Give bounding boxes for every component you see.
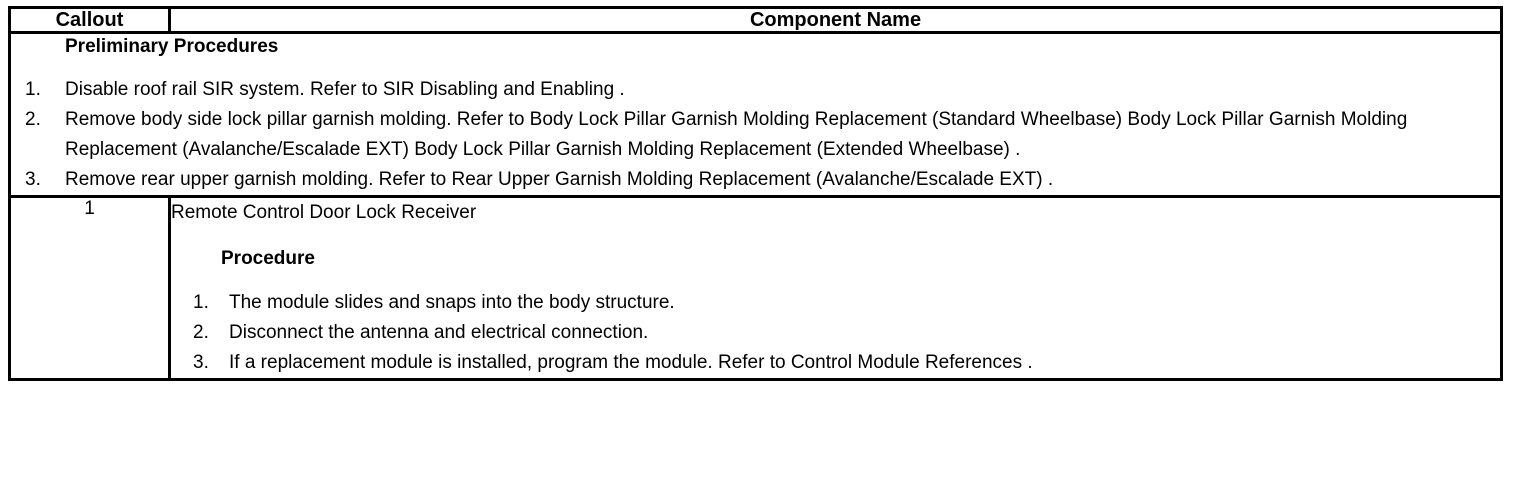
list-item: 2. Remove body side lock pillar garnish … — [11, 105, 1500, 165]
list-item-text: Disconnect the antenna and electrical co… — [229, 322, 649, 343]
column-header-callout: Callout — [8, 6, 171, 34]
procedure-heading: Procedure — [221, 248, 315, 269]
list-item-number: 3. — [25, 169, 41, 190]
table-header: Callout Component Name — [8, 6, 1503, 34]
list-item-text: If a replacement module is installed, pr… — [229, 352, 1033, 373]
preliminary-procedures-row: Preliminary Procedures 1. Disable roof r… — [8, 31, 1503, 198]
component-spec-table: Callout Component Name Preliminary Proce… — [8, 6, 1503, 381]
spacer — [171, 270, 1500, 288]
list-item-number: 1. — [193, 292, 209, 313]
procedure-steps-list: 1. The module slides and snaps into the … — [171, 288, 1500, 378]
list-item-number: 3. — [193, 352, 209, 373]
callout-number-cell: 1 — [8, 195, 171, 381]
list-item-text: Disable roof rail SIR system. Refer to S… — [65, 79, 625, 100]
list-item-text: Remove body side lock pillar garnish mol… — [65, 109, 1408, 160]
spacer — [171, 226, 1500, 248]
list-item-number: 2. — [193, 322, 209, 343]
component-detail-cell: Remote Control Door Lock Receiver Proced… — [168, 195, 1503, 381]
list-item: 1. The module slides and snaps into the … — [171, 288, 1500, 318]
spacer — [11, 58, 1500, 75]
list-item: 2. Disconnect the antenna and electrical… — [171, 318, 1500, 348]
table-header-row: Callout Component Name — [8, 6, 1503, 34]
column-header-component-name: Component Name — [168, 6, 1503, 34]
list-item: 3. Remove rear upper garnish molding. Re… — [11, 165, 1500, 195]
list-item-text: Remove rear upper garnish molding. Refer… — [65, 169, 1054, 190]
list-item-number: 1. — [25, 79, 41, 100]
component-name-label: Remote Control Door Lock Receiver — [171, 202, 477, 223]
table-body: Preliminary Procedures 1. Disable roof r… — [8, 31, 1503, 381]
list-item-number: 2. — [25, 109, 41, 130]
table-row: 1 Remote Control Door Lock Receiver Proc… — [8, 195, 1503, 381]
preliminary-procedures-list: 1. Disable roof rail SIR system. Refer t… — [11, 75, 1500, 195]
list-item: 1. Disable roof rail SIR system. Refer t… — [11, 75, 1500, 105]
preliminary-procedures-heading: Preliminary Procedures — [65, 36, 279, 57]
list-item: 3. If a replacement module is installed,… — [171, 348, 1500, 378]
list-item-text: The module slides and snaps into the bod… — [229, 292, 675, 313]
preliminary-procedures-cell: Preliminary Procedures 1. Disable roof r… — [8, 31, 1503, 198]
